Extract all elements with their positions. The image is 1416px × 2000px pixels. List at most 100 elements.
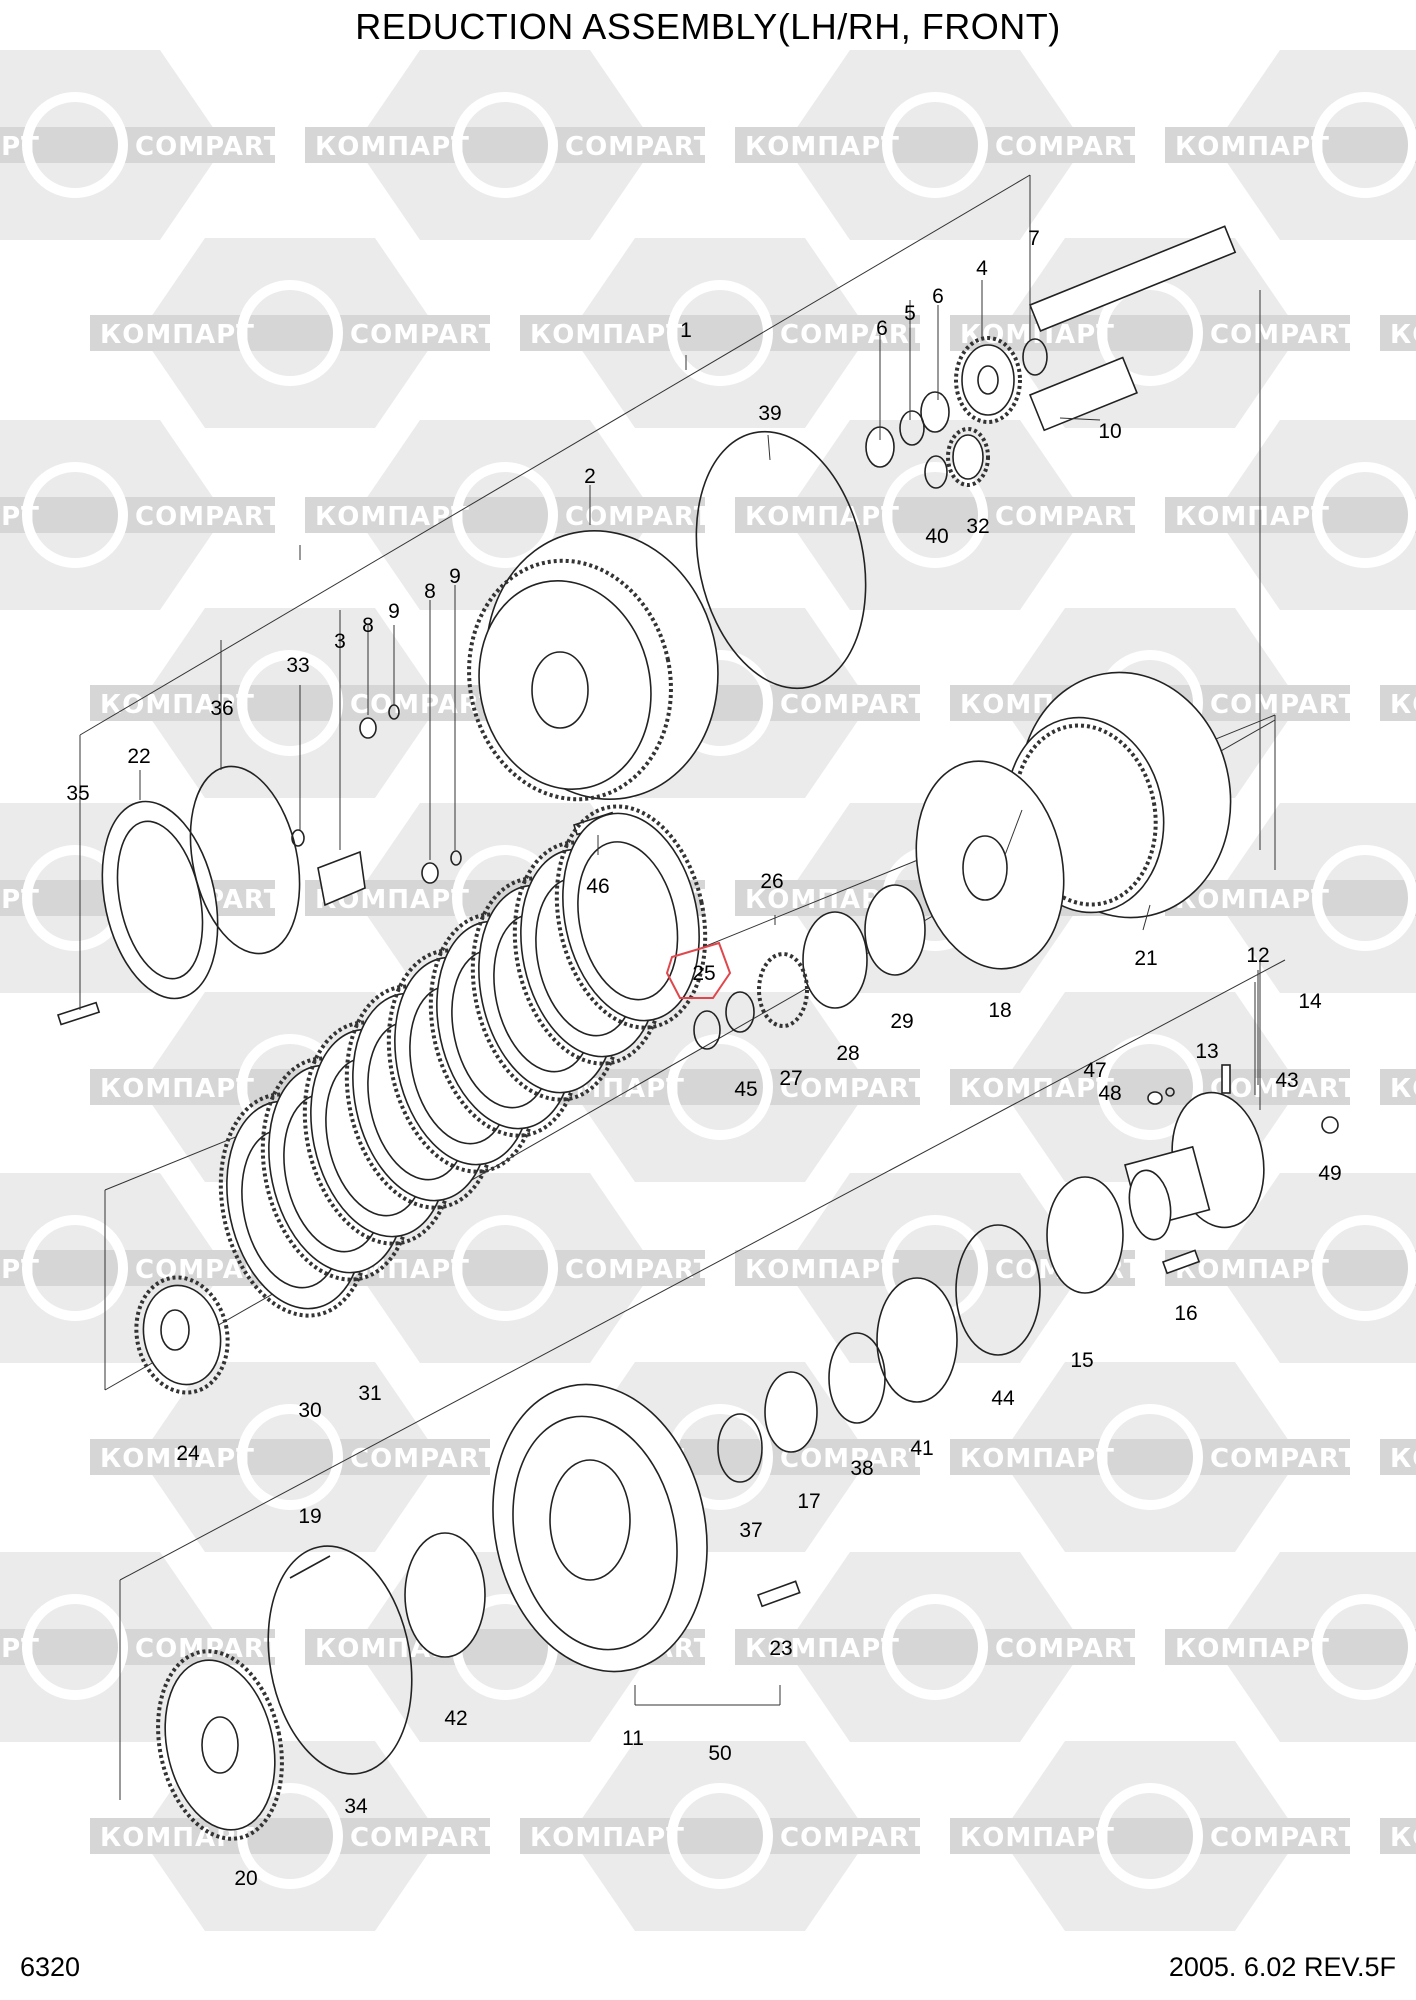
label-part-19[interactable]: 19	[298, 1505, 321, 1528]
label-part-18[interactable]: 18	[988, 999, 1011, 1022]
pin-19	[289, 1555, 331, 1579]
label-part-46[interactable]: 46	[586, 875, 609, 898]
label-part-6b[interactable]: 6	[932, 285, 944, 308]
label-part-27[interactable]: 27	[779, 1067, 802, 1090]
label-part-9b[interactable]: 9	[449, 565, 461, 588]
label-part-42[interactable]: 42	[444, 1707, 467, 1730]
watermark-text-left: КОМПАРТ	[1390, 1823, 1416, 1853]
label-part-22[interactable]: 22	[127, 745, 150, 768]
label-part-30[interactable]: 30	[298, 1399, 321, 1422]
label-part-13[interactable]: 13	[1195, 1040, 1218, 1063]
label-part-45[interactable]: 45	[734, 1078, 757, 1101]
highlight-marker-25[interactable]	[665, 941, 732, 999]
label-part-7[interactable]: 7	[1028, 227, 1040, 250]
label-part-50[interactable]: 50	[708, 1742, 731, 1765]
label-part-24[interactable]: 24	[176, 1442, 200, 1465]
watermark-text-left: КОМПАРТ	[1175, 502, 1330, 532]
label-part-9a[interactable]: 9	[388, 600, 400, 623]
watermark-text-left: КОМПАРТ	[745, 1255, 900, 1285]
label-part-5[interactable]: 5	[904, 302, 916, 325]
label-part-16[interactable]: 16	[1174, 1302, 1197, 1325]
label-part-6a[interactable]: 6	[876, 317, 888, 340]
hub-12	[1124, 1091, 1265, 1241]
watermark-text-left: КОМПАРТ	[745, 1634, 900, 1664]
label-part-35[interactable]: 35	[66, 782, 89, 805]
bearing-42	[404, 1532, 486, 1658]
label-part-44[interactable]: 44	[991, 1387, 1015, 1410]
housing-11	[492, 1383, 708, 1673]
watermark-text-right: COMPART	[350, 1444, 497, 1474]
watermark-text-left: КОМПАРТ	[530, 320, 685, 350]
snap-ring-45	[725, 991, 755, 1033]
revision-date: 2005. 6.02 REV.5F	[1168, 1952, 1396, 1982]
page-title: REDUCTION ASSEMBLY(LH/RH, FRONT)	[355, 6, 1061, 47]
gear-4	[954, 336, 1022, 424]
label-part-26[interactable]: 26	[760, 870, 783, 893]
label-part-38[interactable]: 38	[850, 1457, 873, 1480]
label-part-21[interactable]: 21	[1134, 947, 1157, 970]
watermark-text-left: КОМПАРТ	[100, 320, 255, 350]
watermark-text-left: КОМПАРТ	[1390, 1074, 1416, 1104]
label-part-28[interactable]: 28	[836, 1042, 859, 1065]
watermark-text-left: КОМПАРТ	[1175, 885, 1330, 915]
label-part-17[interactable]: 17	[797, 1490, 820, 1513]
label-part-8a[interactable]: 8	[362, 614, 374, 637]
label-part-34[interactable]: 34	[344, 1795, 368, 1818]
watermark-text-left: КОМПАРТ	[0, 885, 40, 915]
o-ring-36	[189, 765, 301, 955]
label-part-43[interactable]: 43	[1275, 1069, 1298, 1092]
ring-28	[802, 911, 868, 1009]
watermark-text-right: COMPART	[565, 132, 712, 162]
label-part-25[interactable]: 25	[692, 962, 715, 985]
watermark-text-right: COMPART	[1210, 690, 1357, 720]
watermark-text-right: COMPART	[350, 690, 497, 720]
label-part-3[interactable]: 3	[334, 630, 346, 653]
watermark-text-right: COMPART	[995, 132, 1142, 162]
ring-44	[955, 1224, 1041, 1356]
watermark-text-left: КОМПАРТ	[960, 1823, 1115, 1853]
label-part-20[interactable]: 20	[234, 1867, 257, 1890]
label-part-39[interactable]: 39	[758, 402, 781, 425]
watermark-text-right: COMPART	[780, 690, 927, 720]
label-part-15[interactable]: 15	[1070, 1349, 1093, 1372]
label-part-14[interactable]: 14	[1298, 990, 1322, 1013]
label-part-32[interactable]: 32	[966, 515, 989, 538]
label-part-2[interactable]: 2	[584, 465, 596, 488]
watermark-text-left: КОМПАРТ	[745, 132, 900, 162]
label-part-1[interactable]: 1	[680, 319, 692, 342]
label-part-8b[interactable]: 8	[424, 580, 436, 603]
label-part-29[interactable]: 29	[890, 1010, 913, 1033]
label-part-49[interactable]: 49	[1318, 1162, 1341, 1185]
label-part-37[interactable]: 37	[739, 1519, 762, 1542]
label-part-31[interactable]: 31	[358, 1382, 381, 1405]
label-part-41[interactable]: 41	[910, 1437, 933, 1460]
label-part-47[interactable]: 47	[1083, 1059, 1106, 1082]
label-part-40[interactable]: 40	[925, 525, 948, 548]
watermark-text-right: COMPART	[135, 502, 282, 532]
label-part-33[interactable]: 33	[286, 654, 309, 677]
label-part-23[interactable]: 23	[769, 1637, 792, 1660]
label-part-11[interactable]: 11	[622, 1727, 644, 1750]
page-number: 6320	[20, 1952, 81, 1982]
label-part-36[interactable]: 36	[210, 697, 233, 720]
watermark-text-left: КОМПАРТ	[1390, 1444, 1416, 1474]
watermark-text-left: КОМПАРТ	[1175, 1634, 1330, 1664]
part-labels: 1 2 3 4 5 6 6 7 8 8 9 9 10 11 12 13 14 1…	[66, 227, 1341, 1890]
label-part-12[interactable]: 12	[1246, 944, 1269, 967]
label-part-48[interactable]: 48	[1098, 1082, 1121, 1105]
label-part-4[interactable]: 4	[976, 257, 988, 280]
snap-ring-37	[717, 1413, 763, 1483]
watermark-text-right: COMPART	[565, 502, 712, 532]
label-part-10[interactable]: 10	[1098, 420, 1121, 443]
watermark-text-left: КОМПАРТ	[315, 132, 470, 162]
